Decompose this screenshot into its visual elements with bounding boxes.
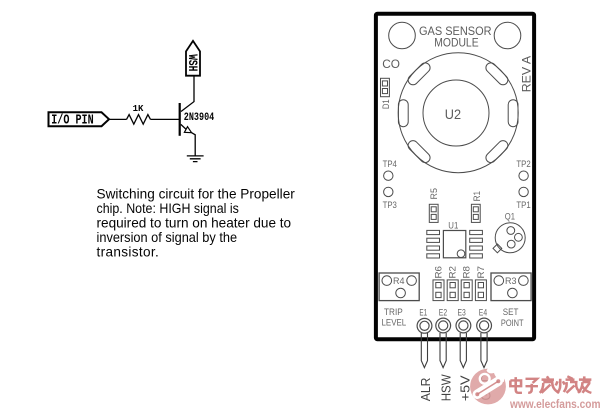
svg-text:TP4: TP4	[383, 158, 397, 169]
svg-text:required to turn on heater due: required to turn on heater due to	[97, 216, 292, 231]
svg-text:HSW: HSW	[438, 374, 453, 402]
svg-text:GAS SENSOR: GAS SENSOR	[419, 24, 492, 38]
svg-text:+5V: +5V	[458, 375, 473, 401]
svg-text:LEVEL: LEVEL	[382, 316, 407, 327]
svg-text:E1: E1	[419, 307, 427, 318]
svg-text:R8: R8	[461, 266, 472, 279]
svg-text:www.elecfans.com: www.elecfans.com	[509, 397, 600, 411]
svg-text:R3: R3	[505, 275, 517, 286]
svg-text:E4: E4	[479, 307, 487, 318]
svg-text:POINT: POINT	[501, 317, 524, 328]
svg-text:CO: CO	[382, 57, 400, 71]
svg-text:R5: R5	[428, 188, 439, 199]
svg-text:Q1: Q1	[505, 211, 515, 222]
svg-text:R1: R1	[471, 191, 482, 202]
svg-text:R2: R2	[447, 266, 458, 279]
svg-text:REV A: REV A	[520, 56, 534, 93]
svg-text:R7: R7	[475, 266, 486, 279]
svg-text:E3: E3	[458, 307, 466, 318]
svg-text:Switching circuit for the Prop: Switching circuit for the Propeller	[97, 186, 296, 201]
svg-text:R6: R6	[433, 266, 444, 279]
svg-text:inversion of signal by the: inversion of signal by the	[97, 230, 238, 245]
svg-text:D1: D1	[380, 99, 391, 109]
svg-text:MODULE: MODULE	[434, 36, 478, 50]
svg-text:U2: U2	[445, 107, 461, 122]
svg-text:TRIP: TRIP	[384, 306, 403, 317]
svg-text:transistor.: transistor.	[97, 245, 159, 260]
svg-text:U1: U1	[448, 219, 458, 230]
svg-text:2N3904: 2N3904	[184, 112, 215, 124]
svg-text:R4: R4	[393, 275, 405, 286]
svg-text:1K: 1K	[133, 104, 144, 114]
svg-text:chip. Note: HIGH signal is: chip. Note: HIGH signal is	[97, 201, 239, 216]
svg-text:SET: SET	[503, 306, 519, 317]
svg-text:E2: E2	[439, 307, 447, 318]
svg-text:ALR: ALR	[418, 378, 433, 402]
svg-text:TP1: TP1	[516, 199, 530, 210]
svg-text:TP3: TP3	[383, 199, 397, 210]
svg-text:I/O PIN: I/O PIN	[51, 113, 93, 129]
svg-text:WSH: WSH	[185, 54, 200, 71]
svg-text:TP2: TP2	[516, 158, 530, 169]
